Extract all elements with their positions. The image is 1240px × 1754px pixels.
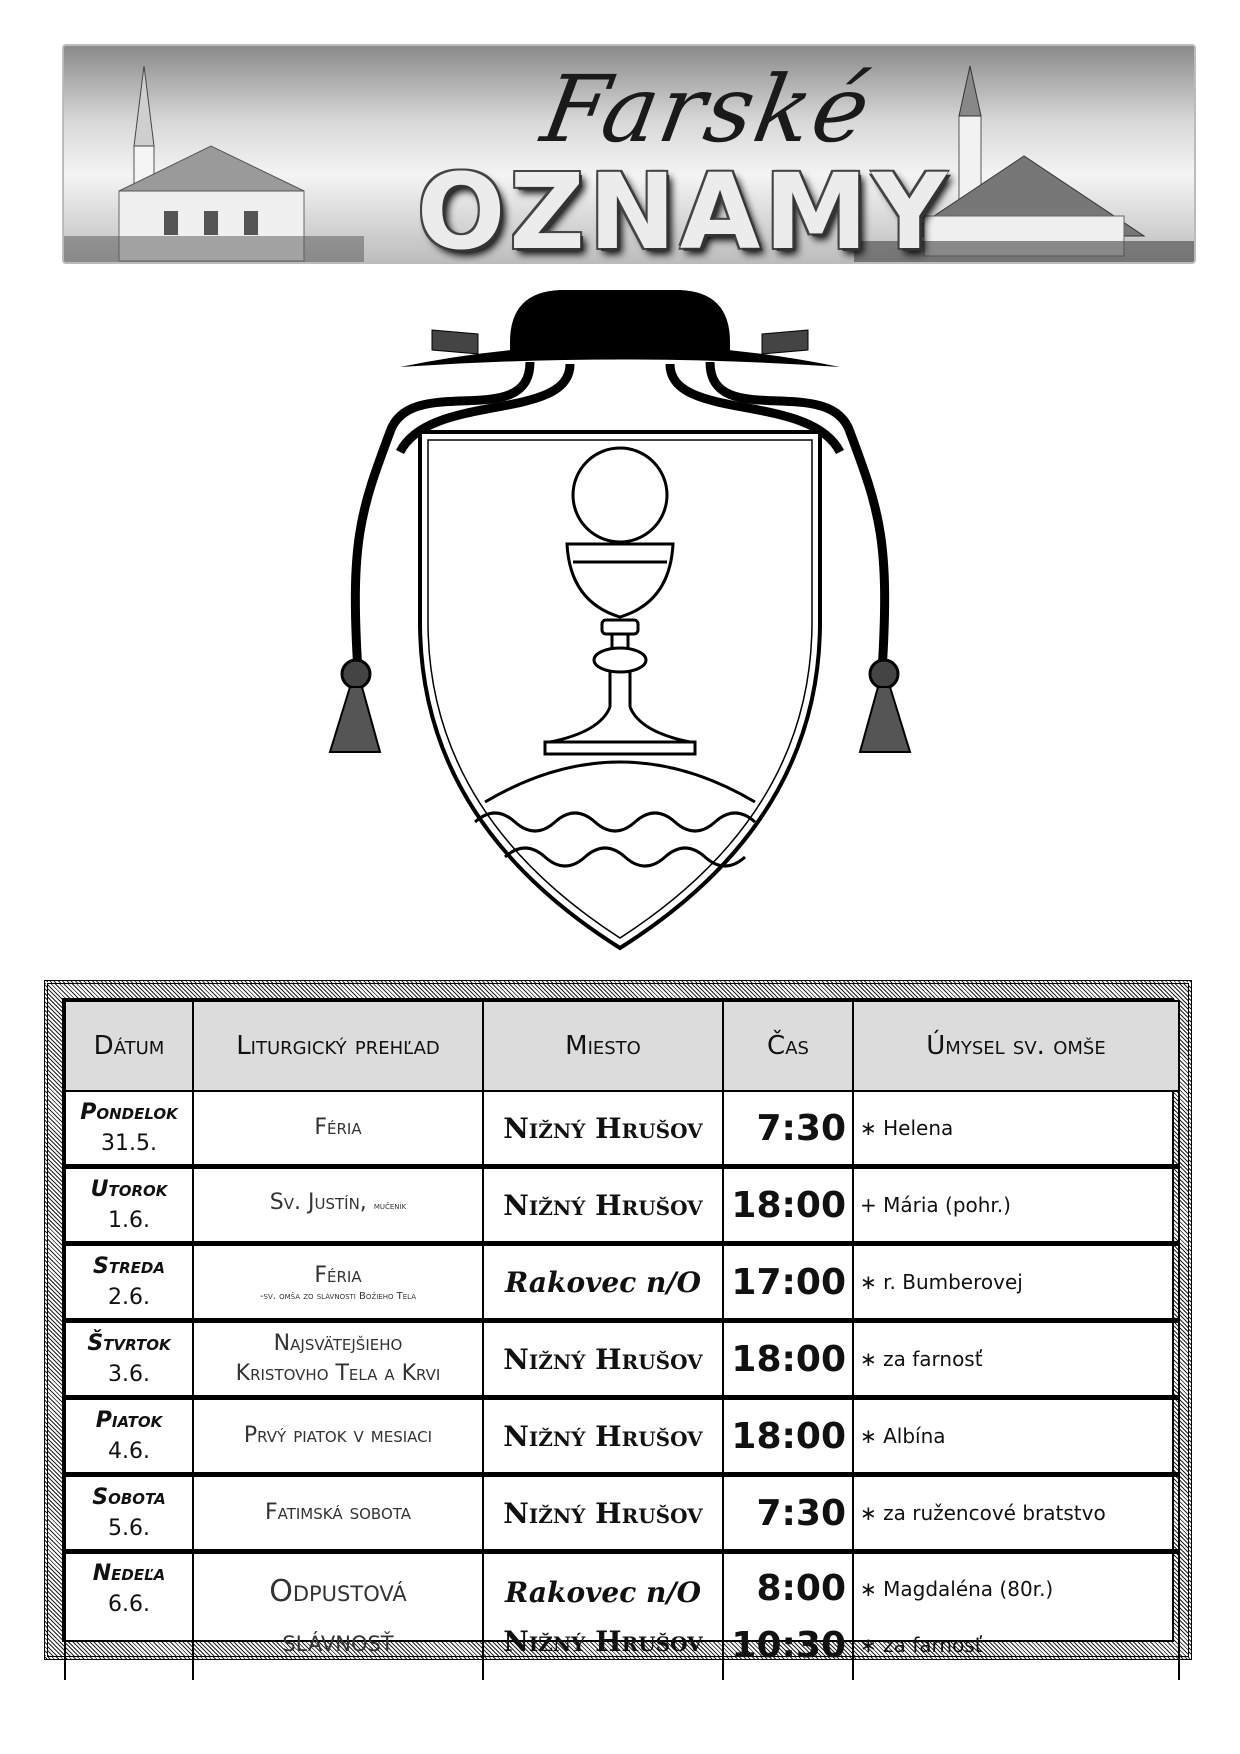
time-cell: 17:00	[722, 1243, 854, 1323]
intent-text: ∗ Magdaléna (80r.)	[860, 1577, 1054, 1601]
time-cell: 18:00	[722, 1166, 854, 1246]
intent-cell: ∗ Magdaléna (80r.) ∗ za farnosť	[852, 1551, 1180, 1680]
day-name: Streda	[93, 1253, 165, 1279]
time-cell: 8:00 10:30	[722, 1551, 854, 1680]
table-row: Streda 2.6. Féria -sv. omša zo slávnosti B…	[64, 1243, 1180, 1323]
time-cell: 7:30	[722, 1474, 854, 1554]
place-cell: Rakovec n/O	[482, 1243, 724, 1323]
day-name: Piatok	[95, 1407, 163, 1433]
col-header-place: Miesto	[482, 1000, 724, 1092]
banner-main-title: OZNAMY	[416, 151, 952, 264]
time-cell: 18:00	[722, 1397, 854, 1477]
date-cell: Sobota 5.6.	[64, 1474, 194, 1554]
liturgy-text: Odpustová	[269, 1574, 407, 1609]
date-cell: Piatok 4.6.	[64, 1397, 194, 1477]
host-icon	[571, 446, 669, 544]
col-header-date: Dátum	[64, 1000, 194, 1092]
place-cell: Nižný Hrušov	[482, 1320, 724, 1400]
date-cell: Utorok 1.6.	[64, 1166, 194, 1246]
intent-cell: ∗ za farnosť	[852, 1320, 1180, 1400]
liturgy-cell: Fatimská sobota	[192, 1474, 484, 1554]
date-value: 1.6.	[108, 1207, 150, 1233]
table-row: Piatok 4.6. Prvý piatok v mesiaci Nižný H…	[64, 1397, 1180, 1477]
intent-cell: ∗ za ružencové bratstvo	[852, 1474, 1180, 1554]
date-value: 6.6.	[108, 1592, 150, 1617]
table-row: Utorok 1.6. Sv. Justín, mučeník Nižný Hru…	[64, 1166, 1180, 1246]
table-row: Nedeľa 6.6. Odpustová slávnosť Rakovec n/O…	[64, 1551, 1180, 1680]
table-header-row: Dátum Liturgický prehľad Miesto Čas Úmys…	[64, 1000, 1180, 1092]
date-cell: Streda 2.6.	[64, 1243, 194, 1323]
day-name: Pondelok	[80, 1099, 178, 1125]
day-name: Nedeľa	[92, 1561, 166, 1586]
banner-script-title: Farské	[534, 56, 880, 163]
intent-cell: ∗ r. Bumberovej	[852, 1243, 1180, 1323]
time-text: 8:00	[756, 1568, 846, 1609]
liturgy-cell: Prvý piatok v mesiaci	[192, 1397, 484, 1477]
date-cell: Nedeľa 6.6.	[64, 1551, 194, 1680]
church-illustration	[64, 65, 1194, 262]
place-cell: Rakovec n/O Nižný Hrušov	[482, 1551, 724, 1680]
intent-cell: ∗ Albína	[852, 1397, 1180, 1477]
date-value: 2.6.	[108, 1284, 150, 1310]
col-header-time: Čas	[722, 1000, 854, 1092]
date-value: 5.6.	[108, 1515, 150, 1541]
intent-cell: ∗ Helena	[852, 1091, 1180, 1169]
col-header-liturgy: Liturgický prehľad	[192, 1000, 484, 1092]
hat-tassel-right-icon	[761, 329, 809, 355]
time-cell: 7:30	[722, 1091, 854, 1169]
liturgy-text-2: Kristovho Tela a Krvi	[235, 1361, 441, 1386]
chalice-icon	[543, 542, 697, 756]
liturgy-text: Sv. Justín,	[269, 1190, 367, 1215]
date-value: 31.5.	[101, 1130, 157, 1156]
liturgy-cell: Odpustová slávnosť	[192, 1551, 484, 1680]
place-cell: Nižný Hrušov	[482, 1397, 724, 1477]
place-cell: Nižný Hrušov	[482, 1091, 724, 1169]
date-value: 3.6.	[108, 1361, 150, 1387]
intent-cell: + Mária (pohr.)	[852, 1166, 1180, 1246]
liturgy-text: Féria	[314, 1263, 362, 1288]
time-text-2: 10:30	[731, 1625, 846, 1666]
day-name: Utorok	[90, 1176, 168, 1202]
header-banner: Farské OZNAMY	[62, 44, 1196, 264]
table-row: Pondelok 31.5. Féria Nižný Hrušov 7:30 ∗ …	[64, 1091, 1180, 1169]
liturgy-text: Najsvätejšieho	[273, 1331, 403, 1356]
schedule-frame: Dátum Liturgický prehľad Miesto Čas Úmys…	[44, 980, 1192, 1680]
hat-tassel-left-icon	[431, 329, 479, 355]
schedule-inner: Dátum Liturgický prehľad Miesto Čas Úmys…	[62, 998, 1180, 1680]
coat-of-arms	[328, 290, 912, 951]
liturgy-cell: Sv. Justín, mučeník	[192, 1166, 484, 1246]
date-cell: Pondelok 31.5.	[64, 1091, 194, 1169]
liturgy-note: mučeník	[373, 1201, 407, 1212]
mass-schedule-table: Dátum Liturgický prehľad Miesto Čas Úmys…	[64, 1000, 1180, 1680]
liturgy-cell: Féria -sv. omša zo slávnosti Božieho Tela	[192, 1243, 484, 1323]
place-cell: Nižný Hrušov	[482, 1474, 724, 1554]
day-name: Štvrtok	[87, 1330, 171, 1356]
day-name: Sobota	[92, 1484, 166, 1510]
place-text-2: Nižný Hrušov	[503, 1625, 703, 1658]
date-value: 4.6.	[108, 1438, 150, 1464]
place-text: Rakovec n/O	[505, 1576, 701, 1609]
liturgy-text-2: slávnosť	[282, 1624, 394, 1659]
place-cell: Nižný Hrušov	[482, 1166, 724, 1246]
liturgy-note: -sv. omša zo slávnosti Božieho Tela	[259, 1291, 417, 1302]
col-header-intent: Úmysel sv. omše	[852, 1000, 1180, 1092]
liturgy-cell: Féria	[192, 1091, 484, 1169]
date-cell: Štvrtok 3.6.	[64, 1320, 194, 1400]
time-cell: 18:00	[722, 1320, 854, 1400]
intent-text-2: ∗ za farnosť	[860, 1633, 983, 1657]
